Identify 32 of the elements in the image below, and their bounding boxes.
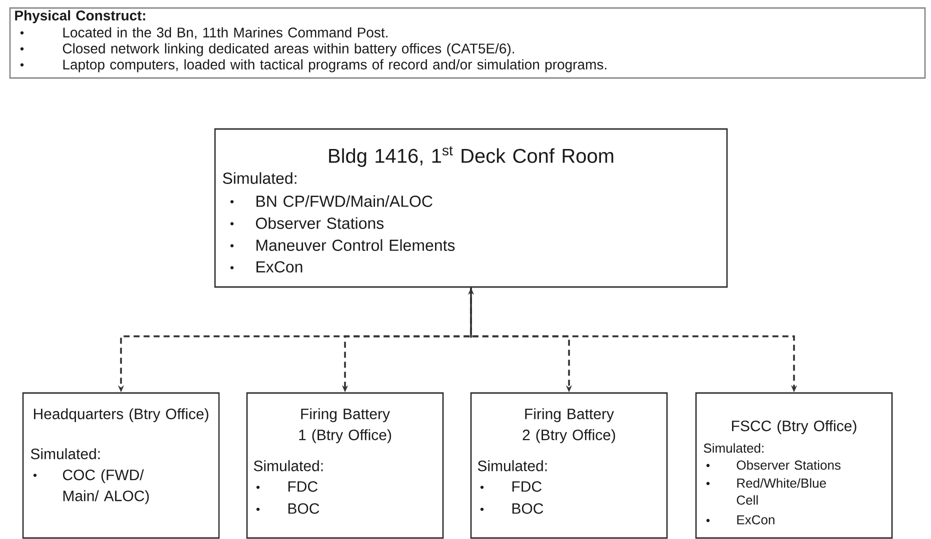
bullet-item: BN CP/FWD/Main/ALOC <box>256 195 432 207</box>
bullet-item: ExCon <box>737 515 774 524</box>
box-text: Simulated: <box>30 448 100 460</box>
location-box <box>470 392 668 539</box>
bullet-item: Closed network linking dedicated areas within battery offices (CAT5E/6). <box>62 43 514 56</box>
bullet-item: Maneuver Control Elements <box>256 239 455 251</box>
location-box <box>22 392 220 539</box>
bullet-item: COC (FWD/ Main/ ALOC) <box>62 469 149 504</box>
box-text: Simulated: <box>478 460 547 472</box>
box-heading: FSCC (Btry Office) <box>732 420 856 434</box>
bullet-item: Observer Stations <box>736 460 840 470</box>
box-text: Simulated: <box>704 443 764 453</box>
box-heading: Physical Construct: <box>15 10 146 24</box>
info-box <box>9 7 926 79</box>
box-heading: Firing Battery 1 (Btry Office) <box>299 408 392 444</box>
bullet-item: Red/White/Blue Cell <box>736 478 826 505</box>
box-heading: Firing Battery 2 (Btry Office) <box>522 408 616 444</box>
box-text: Simulated: <box>254 460 323 472</box>
bullet-item: ExCon <box>256 261 302 273</box>
bullet-item: Observer Stations <box>256 217 384 229</box>
bullet-item: FDC <box>512 481 542 492</box>
location-box <box>695 392 893 539</box>
location-box <box>246 392 444 539</box>
box-text: Simulated: <box>222 172 296 184</box>
bullet-item: Laptop computers, loaded with tactical programs of record and/or simulation programs. <box>63 59 606 72</box>
bullet-item: Located in the 3d Bn, 11th Marines Command Post. <box>63 27 388 40</box>
bullet-item: FDC <box>288 481 318 492</box>
bullet-item: BOC <box>288 503 320 514</box>
box-heading: Headquarters (Btry Office) <box>34 408 208 422</box>
box-heading: Bldg 1416, 1$^{st}$ Deck Conf Room <box>329 146 614 167</box>
location-box <box>214 128 728 288</box>
bullet-item: BOC <box>512 503 544 514</box>
